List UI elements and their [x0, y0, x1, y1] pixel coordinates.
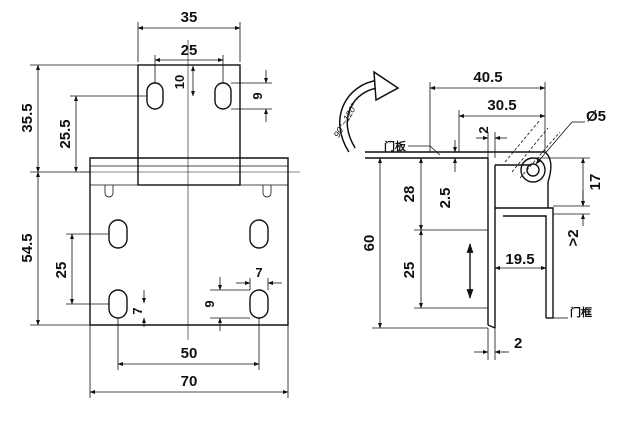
dim-width-30-5: 30.5	[487, 97, 516, 114]
dim-gap-gt2: >2	[565, 229, 582, 246]
dim-hole-height-top: 10	[172, 75, 187, 89]
slot-bottom-left	[108, 289, 128, 319]
dim-pin-dia: Ø5	[586, 108, 606, 125]
dim-height-35-5: 35.5	[19, 103, 36, 132]
dim-gap-2-top: 2	[476, 126, 491, 133]
side-view: 90°~120° 门板 门框 40.5 30.5	[332, 69, 606, 360]
dim-slot-9-top: 9	[250, 92, 265, 99]
rotation-arrow-head	[373, 70, 400, 102]
dim-hole-spacing-bottom: 50	[181, 345, 198, 362]
dim-slot-7-side: 7	[130, 307, 145, 314]
slot-mid-right	[249, 219, 269, 249]
dim-height-25: 25	[401, 262, 418, 279]
door-panel-label: 门板	[384, 139, 407, 153]
slot-top-left	[146, 82, 164, 110]
knuckle-outer	[520, 157, 546, 183]
dim-height-28: 28	[401, 186, 418, 203]
dim-width-40-5: 40.5	[473, 69, 502, 86]
dim-total-width: 70	[181, 373, 198, 390]
slot-bottom-right	[249, 289, 269, 319]
pin-circle	[526, 163, 540, 177]
slot-mid-left	[108, 219, 128, 249]
notch-left	[104, 185, 114, 198]
dim-slot-height: 9	[202, 300, 217, 307]
dim-height-60: 60	[361, 235, 378, 252]
dim-thick-2-5: 2.5	[437, 188, 454, 209]
dim-top-width: 35	[181, 9, 198, 26]
open-position-dashed	[504, 119, 549, 173]
front-view: 35 25 10 9 35.5 25.5 54.5 25	[19, 9, 300, 398]
dim-height-17: 17	[587, 174, 604, 191]
dim-height-54-5: 54.5	[19, 233, 36, 262]
dim-hole-spacing-vert: 25	[53, 262, 70, 279]
dim-width-19-5: 19.5	[505, 251, 534, 268]
vertical-leaf	[487, 158, 496, 328]
door-frame-label: 门框	[570, 305, 592, 319]
dim-hole-spacing-top: 25	[181, 42, 198, 59]
frame-leaf	[495, 207, 554, 318]
bottom-plate-outline	[89, 157, 289, 326]
knuckle-band	[90, 158, 288, 186]
dim-slot-width: 7	[255, 265, 262, 280]
notch-right	[262, 185, 272, 198]
slot-top-right	[214, 82, 232, 110]
dim-height-25-5: 25.5	[57, 119, 74, 148]
dim-thick-2-bottom: 2	[514, 335, 522, 352]
